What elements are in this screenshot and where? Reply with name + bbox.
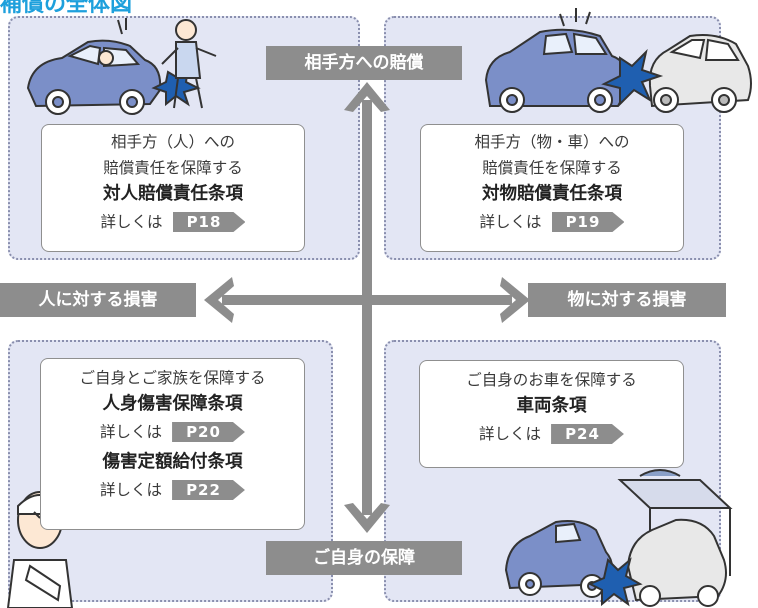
card-detail-row: 詳しくは P20 <box>41 419 304 445</box>
page-reference-link[interactable]: P19 <box>552 212 625 232</box>
up-arrowhead <box>344 82 390 112</box>
coverage-card-property-damage: 相手方（物・車）への 賠償責任を保障する 対物賠償責任条項 詳しくは P19 <box>420 124 684 252</box>
detail-label: 詳しくは <box>479 425 542 443</box>
card-description-line1: 相手方（人）への <box>110 133 235 151</box>
card-detail-row: 詳しくは P24 <box>420 421 683 447</box>
detail-label: 詳しくは <box>100 213 163 231</box>
coverage-card-personal-injury: ご自身とご家族を保障する 人身傷害保障条項 詳しくは P20 傷害定額給付条項 … <box>40 358 305 530</box>
card-detail-row-2: 詳しくは P22 <box>41 477 304 503</box>
axis-label-bottom: ご自身の保障 <box>266 541 462 575</box>
card-description-line2: 賠償責任を保障する <box>103 159 243 177</box>
card-description-line2: 賠償責任を保障する <box>482 159 622 177</box>
car-wall-collision-illustration <box>504 469 733 607</box>
car-pedestrian-collision-illustration <box>26 18 217 115</box>
page-reference-link[interactable]: P18 <box>173 212 246 232</box>
card-detail-row: 詳しくは P19 <box>421 209 683 235</box>
down-arrowhead <box>344 503 390 533</box>
horizontal-axis-line <box>222 295 512 305</box>
left-arrowhead <box>204 277 234 323</box>
page-reference-link[interactable]: P20 <box>172 422 245 442</box>
detail-label-2: 詳しくは <box>100 481 163 499</box>
car-car-collision-illustration <box>484 8 752 113</box>
axis-label-right: 物に対する損害 <box>528 283 726 317</box>
card-title: 人身傷害保障条項 <box>102 394 243 414</box>
card-title: 車両条項 <box>516 396 587 416</box>
detail-label: 詳しくは <box>479 213 542 231</box>
detail-label: 詳しくは <box>100 423 163 441</box>
page-reference-link-2[interactable]: P22 <box>172 480 245 500</box>
card-description-line1: 相手方（物・車）への <box>474 133 630 151</box>
coverage-card-vehicle: ご自身のお車を保障する 車両条項 詳しくは P24 <box>419 360 684 468</box>
axis-label-left: 人に対する損害 <box>0 283 196 317</box>
card-title-2: 傷害定額給付条項 <box>102 452 243 472</box>
page-reference-link[interactable]: P24 <box>551 424 624 444</box>
card-detail-row: 詳しくは P18 <box>42 209 304 235</box>
card-description-line1: ご自身のお車を保障する <box>466 371 637 389</box>
axis-label-top: 相手方への賠償 <box>266 46 462 80</box>
right-arrowhead <box>500 277 530 323</box>
vertical-axis-line <box>362 100 372 515</box>
card-description-line1: ご自身とご家族を保障する <box>79 369 266 387</box>
card-title: 対人賠償責任条項 <box>103 184 243 204</box>
card-title: 対物賠償責任条項 <box>482 184 622 204</box>
coverage-card-bodily-injury: 相手方（人）への 賠償責任を保障する 対人賠償責任条項 詳しくは P18 <box>41 124 305 252</box>
